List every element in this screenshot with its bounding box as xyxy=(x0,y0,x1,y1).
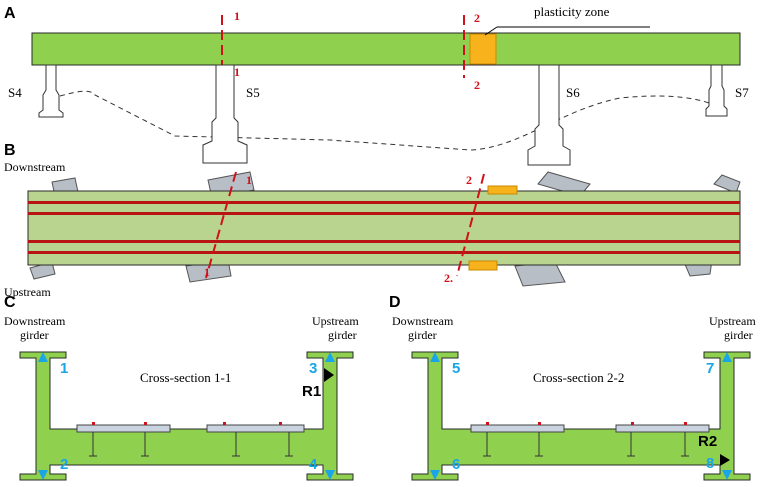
plasticity-zone-plan-top xyxy=(487,185,518,195)
c-red-mark xyxy=(279,422,282,425)
c-marker-4 xyxy=(325,470,335,480)
d-marker-6 xyxy=(430,470,440,480)
section-1-top-label-b: 1 xyxy=(246,173,252,187)
d-left-girder-line2: girder xyxy=(408,328,437,342)
girder-elevation xyxy=(31,32,741,66)
d-right-girder-line2: girder xyxy=(724,328,753,342)
pier-s5-label: S5 xyxy=(246,85,260,100)
panel-b-label: B xyxy=(4,142,16,159)
panel-c-label: C xyxy=(4,294,16,311)
section-2-cut-b xyxy=(456,173,485,277)
plasticity-zone xyxy=(469,33,497,65)
c-red-mark xyxy=(144,422,147,425)
c-red-mark xyxy=(223,422,226,425)
c-marker-2 xyxy=(38,470,48,480)
girder-line-1 xyxy=(28,201,740,204)
d-section-title: Cross-section 2-2 xyxy=(533,370,624,385)
d-point-6-label: 6 xyxy=(452,456,460,473)
c-red-mark xyxy=(92,422,95,425)
d-red-mark xyxy=(486,422,489,425)
girder-line-4 xyxy=(28,251,740,254)
d-red-mark xyxy=(684,422,687,425)
c-left-girder-line1: Downstream xyxy=(4,314,66,328)
d-left-girder-line1: Downstream xyxy=(392,314,454,328)
d-marker-7 xyxy=(722,352,732,362)
c-point-3-label: 3 xyxy=(309,360,317,377)
c-point-4-label: 4 xyxy=(309,456,318,473)
section-2-top-label-a: 2 xyxy=(474,11,480,25)
d-plate-left xyxy=(470,424,565,433)
section-1-cut-b xyxy=(205,171,237,279)
pier-s7 xyxy=(705,64,728,117)
c-point-1-label: 1 xyxy=(60,360,68,377)
girder-line-3 xyxy=(28,240,740,243)
pier-s4-label: S4 xyxy=(8,85,22,100)
pier-s7-label: S7 xyxy=(735,85,749,100)
d-red-mark xyxy=(538,422,541,425)
section-1-top-label-a: 1 xyxy=(234,9,240,23)
pier-s5 xyxy=(202,64,248,164)
c-plate-left xyxy=(76,424,171,433)
d-reference-label: R2 xyxy=(698,433,717,450)
d-point-8-label: 8 xyxy=(706,455,714,472)
c-hangers xyxy=(89,432,293,457)
section-2-bottom-label-b: 2. xyxy=(444,271,453,285)
section-2-bottom-label-a: 2 xyxy=(474,78,480,92)
bearing-top-4 xyxy=(713,174,741,194)
d-plate-right xyxy=(615,424,710,433)
section-1-bottom-label-a: 1 xyxy=(234,65,240,79)
d-point-5-label: 5 xyxy=(452,360,460,377)
plasticity-zone-plan-bottom xyxy=(468,260,498,271)
c-section-title: Cross-section 1-1 xyxy=(140,370,231,385)
c-reference-arrow xyxy=(324,368,334,382)
pier-s6 xyxy=(527,64,571,166)
c-point-2-label: 2 xyxy=(60,456,68,473)
section-2-top-label-b: 2 xyxy=(466,173,472,187)
d-hangers xyxy=(483,432,689,457)
ground-profile-line xyxy=(59,90,713,151)
c-plate-right xyxy=(206,424,305,433)
plasticity-zone-label: plasticity zone xyxy=(534,4,610,19)
c-marker-3 xyxy=(325,352,335,362)
pier-s6-label: S6 xyxy=(566,85,580,100)
c-right-girder-line1: Upstream xyxy=(312,314,359,328)
d-marker-8 xyxy=(722,470,732,480)
bearing-bottom-3 xyxy=(514,261,566,287)
panel-a-label: A xyxy=(4,5,16,22)
c-right-girder-line2: girder xyxy=(328,328,357,342)
d-point-7-label: 7 xyxy=(706,360,714,377)
c-left-girder-line2: girder xyxy=(20,328,49,342)
upstream-label: Upstream xyxy=(4,285,51,299)
section-1-bottom-label-b: 1 xyxy=(204,265,210,279)
downstream-label: Downstream xyxy=(4,160,66,174)
d-marker-5 xyxy=(430,352,440,362)
girder-line-2 xyxy=(28,212,740,215)
d-red-mark xyxy=(631,422,634,425)
c-reference-label: R1 xyxy=(302,383,321,400)
d-reference-arrow xyxy=(720,454,730,466)
d-right-girder-line1: Upstream xyxy=(709,314,756,328)
plasticity-leader-tick xyxy=(484,26,498,36)
c-marker-1 xyxy=(38,352,48,362)
pier-s4 xyxy=(38,64,64,118)
panel-d-label: D xyxy=(389,294,401,311)
